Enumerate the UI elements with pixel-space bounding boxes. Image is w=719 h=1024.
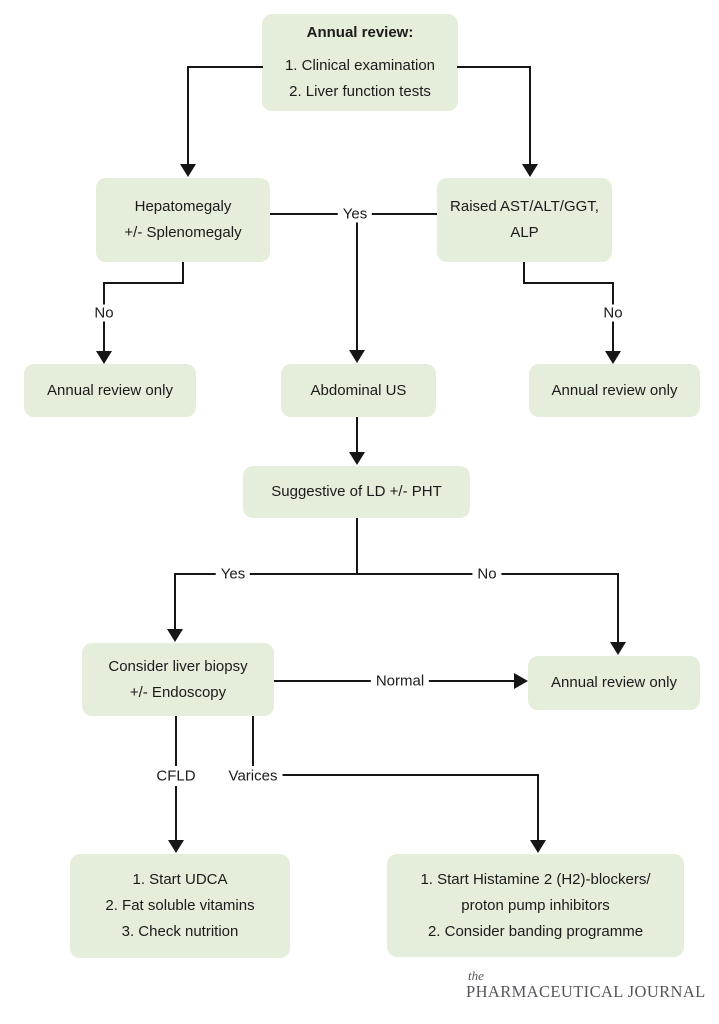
logo-prefix: the <box>468 968 484 983</box>
node-annual-review-only-mid: Annual review only <box>528 656 700 710</box>
connector-line <box>187 66 263 68</box>
node-cfld-plan-item: 2. Fat soluble vitamins <box>105 897 255 914</box>
edge-label-yes-top: Yes <box>337 205 373 223</box>
node-annual-review-item: 2. Liver function tests <box>289 83 431 100</box>
arrowhead-down-icon <box>349 452 365 465</box>
node-hepatomegaly-line: Hepatomegaly <box>134 198 232 215</box>
pharmaceutical-journal-logo: the PHARMACEUTICAL JOURNAL <box>466 969 706 1002</box>
node-abdominal-us-label: Abdominal US <box>310 381 407 399</box>
node-cfld-plan-item: 1. Start UDCA <box>132 871 228 888</box>
connector-line <box>103 282 184 284</box>
edge-label-no-left: No <box>89 304 119 322</box>
node-annual-review-only-left: Annual review only <box>24 364 196 417</box>
node-raised-lfts: Raised AST/ALT/GGT, ALP <box>437 178 612 262</box>
connector-line <box>457 66 531 68</box>
connector-line <box>529 66 531 165</box>
node-suggestive-ld-pht: Suggestive of LD +/- PHT <box>243 466 470 518</box>
node-cfld-plan: 1. Start UDCA 2. Fat soluble vitamins 3.… <box>70 854 290 958</box>
node-abdominal-us: Abdominal US <box>281 364 436 417</box>
edge-label-normal: Normal <box>370 672 430 690</box>
node-hepatomegaly: Hepatomegaly +/- Splenomegaly <box>96 178 270 262</box>
arrowhead-down-icon <box>349 350 365 363</box>
connector-line <box>175 786 177 841</box>
node-annual-review: Annual review: 1. Clinical examination 2… <box>262 14 458 111</box>
connector-line <box>182 262 184 284</box>
connector-line <box>523 282 614 284</box>
edge-label-no-branch: No <box>472 565 502 583</box>
arrowhead-down-icon <box>180 164 196 177</box>
node-annual-review-only-mid-label: Annual review only <box>551 674 677 691</box>
connector-line <box>174 573 176 631</box>
node-annual-review-only-right-label: Annual review only <box>551 381 678 399</box>
node-cfld-plan-item: 3. Check nutrition <box>121 923 239 940</box>
node-annual-review-title: Annual review: <box>306 24 414 41</box>
connector-line <box>175 716 177 766</box>
arrowhead-down-icon <box>610 642 626 655</box>
edge-label-varices: Varices <box>223 767 283 785</box>
node-annual-review-item: 1. Clinical examination <box>284 57 436 74</box>
node-consider-liver-biopsy-line: Consider liver biopsy <box>108 657 248 675</box>
arrowhead-down-icon <box>530 840 546 853</box>
node-hepatomegaly-line: +/- Splenomegaly <box>124 224 242 241</box>
connector-line <box>282 774 539 776</box>
arrowhead-down-icon <box>168 840 184 853</box>
node-annual-review-only-left-label: Annual review only <box>47 381 173 399</box>
node-raised-lfts-line: Raised AST/ALT/GGT, <box>450 198 599 215</box>
arrowhead-down-icon <box>522 164 538 177</box>
arrowhead-down-icon <box>96 351 112 364</box>
edge-label-yes-branch: Yes <box>215 565 251 583</box>
connector-line <box>356 518 358 574</box>
connector-line <box>523 262 525 284</box>
node-suggestive-ld-pht-label: Suggestive of LD +/- PHT <box>271 483 442 500</box>
connector-line <box>617 573 619 644</box>
node-annual-review-only-right: Annual review only <box>529 364 700 417</box>
connector-line <box>174 573 619 575</box>
logo-name: PHARMACEUTICAL JOURNAL <box>466 982 706 1001</box>
connector-line <box>187 66 189 165</box>
edge-label-cfld: CFLD <box>151 767 201 785</box>
node-raised-lfts-line: ALP <box>510 224 539 241</box>
node-varices-plan: 1. Start Histamine 2 (H2)-blockers/ prot… <box>387 854 684 957</box>
connector-line <box>252 716 254 766</box>
node-consider-liver-biopsy: Consider liver biopsy +/- Endoscopy <box>82 643 274 716</box>
connector-line <box>537 774 539 841</box>
node-consider-liver-biopsy-line: +/- Endoscopy <box>129 683 227 701</box>
node-varices-plan-item: 2. Consider banding programme <box>427 922 644 940</box>
edge-label-no-right: No <box>598 304 628 322</box>
arrowhead-down-icon <box>167 629 183 642</box>
arrowhead-down-icon <box>605 351 621 364</box>
connector-line <box>356 417 358 454</box>
node-varices-plan-item: 1. Start Histamine 2 (H2)-blockers/ <box>420 870 651 888</box>
arrowhead-right-icon <box>514 673 528 689</box>
node-varices-plan-item: proton pump inhibitors <box>461 896 610 914</box>
connector-line <box>356 214 358 351</box>
